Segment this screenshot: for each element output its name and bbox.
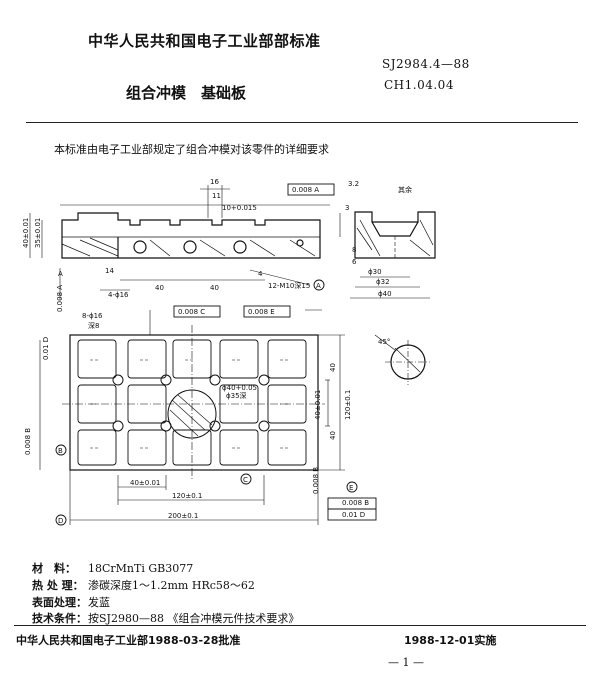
dim-120: 120±0.1: [344, 390, 352, 420]
footer-divider: [14, 625, 586, 626]
approval-line: 中华人民共和国电子工业部1988-03-28批准: [16, 634, 241, 647]
dim-3: 3: [345, 204, 349, 212]
section-e: E: [349, 484, 353, 492]
right-section-view: [350, 211, 436, 299]
dim-11: 11: [212, 192, 221, 200]
dim-40e: 40: [329, 431, 337, 440]
dim-10: 10+0.015: [222, 204, 257, 212]
perpendicular-e: 0.008 E: [248, 308, 275, 316]
dim-phi40r: ϕ40: [378, 290, 392, 298]
section-a-mark: A: [316, 282, 321, 290]
implementation-date: 1988-12-01实施: [404, 634, 497, 647]
center-sub: ϕ35深: [226, 391, 247, 400]
dim-6: 6: [352, 258, 357, 266]
rest-roughness: 其余: [398, 185, 412, 194]
dim-14: 14: [105, 267, 114, 275]
rough-top: 3.2: [348, 180, 359, 188]
parallel-c: 0.008 C: [178, 308, 205, 316]
dim-40b: 40: [210, 284, 219, 292]
thread-note: 12-M10深15: [268, 281, 310, 290]
spec-heat-treatment: 热 处 理：渗碳深度1～1.2mm HRc58～62: [32, 579, 255, 592]
section-a-left: A: [58, 270, 63, 278]
angle-45: 45°: [378, 338, 390, 346]
holes-8: 8-ϕ16: [82, 312, 103, 320]
dim-16: 16: [210, 178, 219, 186]
perpendicular-b: 0.008 B: [312, 467, 320, 494]
flatness-a: 0.008 A: [292, 186, 319, 194]
technical-drawing: 16 11 10+0.015 0.008 A 3 3.2 其余 40±0.01 …: [22, 178, 436, 526]
dim-40c: 40: [329, 363, 337, 372]
spec-technical: 技术条件：按SJ2980—88 《组合冲模元件技术要求》: [32, 612, 300, 625]
center-hole: ϕ40+0.05: [222, 384, 257, 392]
hole-detail-view: [374, 334, 430, 385]
box-bottom-2: 0.01 D: [342, 511, 365, 519]
front-section-view: [60, 204, 330, 259]
dim-40-left: 40±0.01: [22, 218, 30, 248]
plan-view: [62, 325, 325, 480]
classification-code: CH1.04.04: [384, 78, 454, 92]
dim-w200: 200±0.1: [168, 512, 198, 520]
holes-side: 4-ϕ16: [108, 291, 129, 299]
header-divider: [26, 122, 578, 123]
org-title: 中华人民共和国电子工业部部标准: [88, 32, 321, 50]
flatness-left: 0.008 A: [56, 285, 64, 312]
dim-40d: 40±0.01: [314, 390, 322, 420]
parallel-b: 0.008 B: [24, 428, 32, 455]
dim-w40: 40±0.01: [130, 479, 160, 487]
standard-code: SJ2984.4—88: [382, 57, 470, 71]
dim-4: 4: [258, 270, 263, 278]
dim-35: 35±0.01: [34, 218, 42, 248]
intro-text: 本标准由电子工业部规定了组合冲模对该零件的详细要求: [54, 143, 329, 156]
perpendicular-d: 0.01 D: [42, 337, 50, 360]
section-c: C: [243, 476, 248, 484]
spec-material: 材 料：18CrMnTi GB3077: [32, 562, 194, 575]
dim-phi32: ϕ32: [376, 278, 390, 286]
dim-40a: 40: [155, 284, 164, 292]
section-b: B: [58, 447, 63, 455]
box-bottom-1: 0.008 B: [342, 499, 369, 507]
page-number: — 1 —: [388, 656, 424, 669]
document-title: 组合冲模 基础板: [126, 84, 247, 102]
section-d: D: [58, 517, 63, 525]
holes-deep: 深8: [88, 321, 99, 330]
spec-surface: 表面处理：发蓝: [32, 596, 110, 609]
dim-8: 8: [352, 246, 356, 254]
dim-w120: 120±0.1: [172, 492, 202, 500]
dim-phi30: ϕ30: [368, 268, 382, 276]
